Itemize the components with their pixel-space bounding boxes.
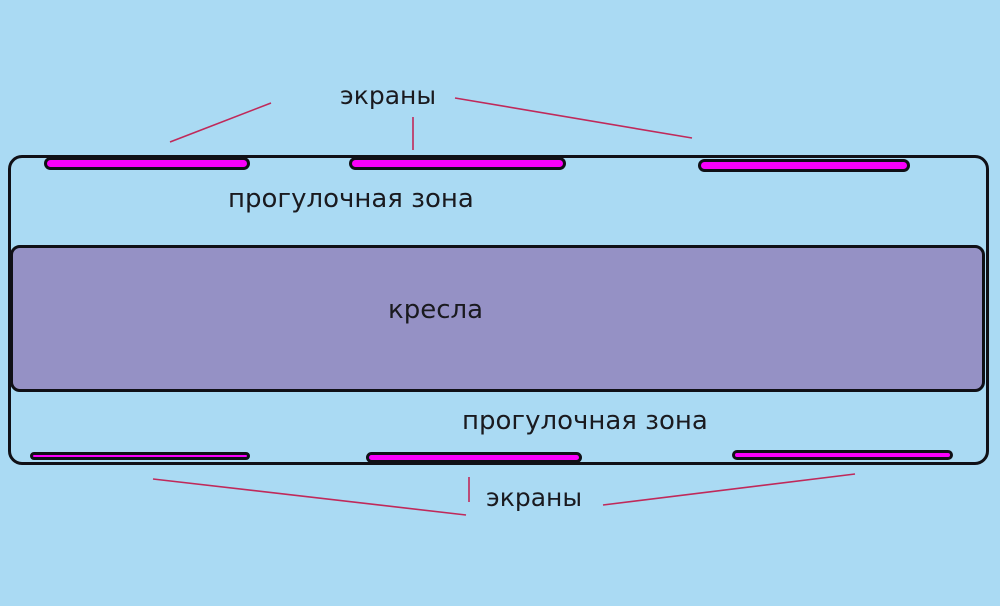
leader-line-bottom-left [152,478,467,516]
screen-bar-top-middle [349,157,566,170]
screen-bar-top-right [698,159,910,172]
screen-bar-bottom-right [732,450,953,460]
screen-bar-top-left [44,157,250,170]
walking-zone-bottom-label: прогулочная зона [462,406,708,436]
screens-label-top: экраны [340,81,437,110]
leader-line-top-right [454,97,693,139]
leader-line-bottom-right [602,473,856,506]
walking-zone-top-label: прогулочная зона [228,184,474,214]
hall-outline [8,155,989,465]
seats-area: кресла [10,245,985,392]
leader-line-top-left [169,102,272,143]
seats-label: кресла [388,295,484,325]
screen-bar-bottom-middle [366,452,582,463]
screens-label-bottom: экраны [486,483,583,512]
screen-bar-bottom-left [30,452,250,460]
